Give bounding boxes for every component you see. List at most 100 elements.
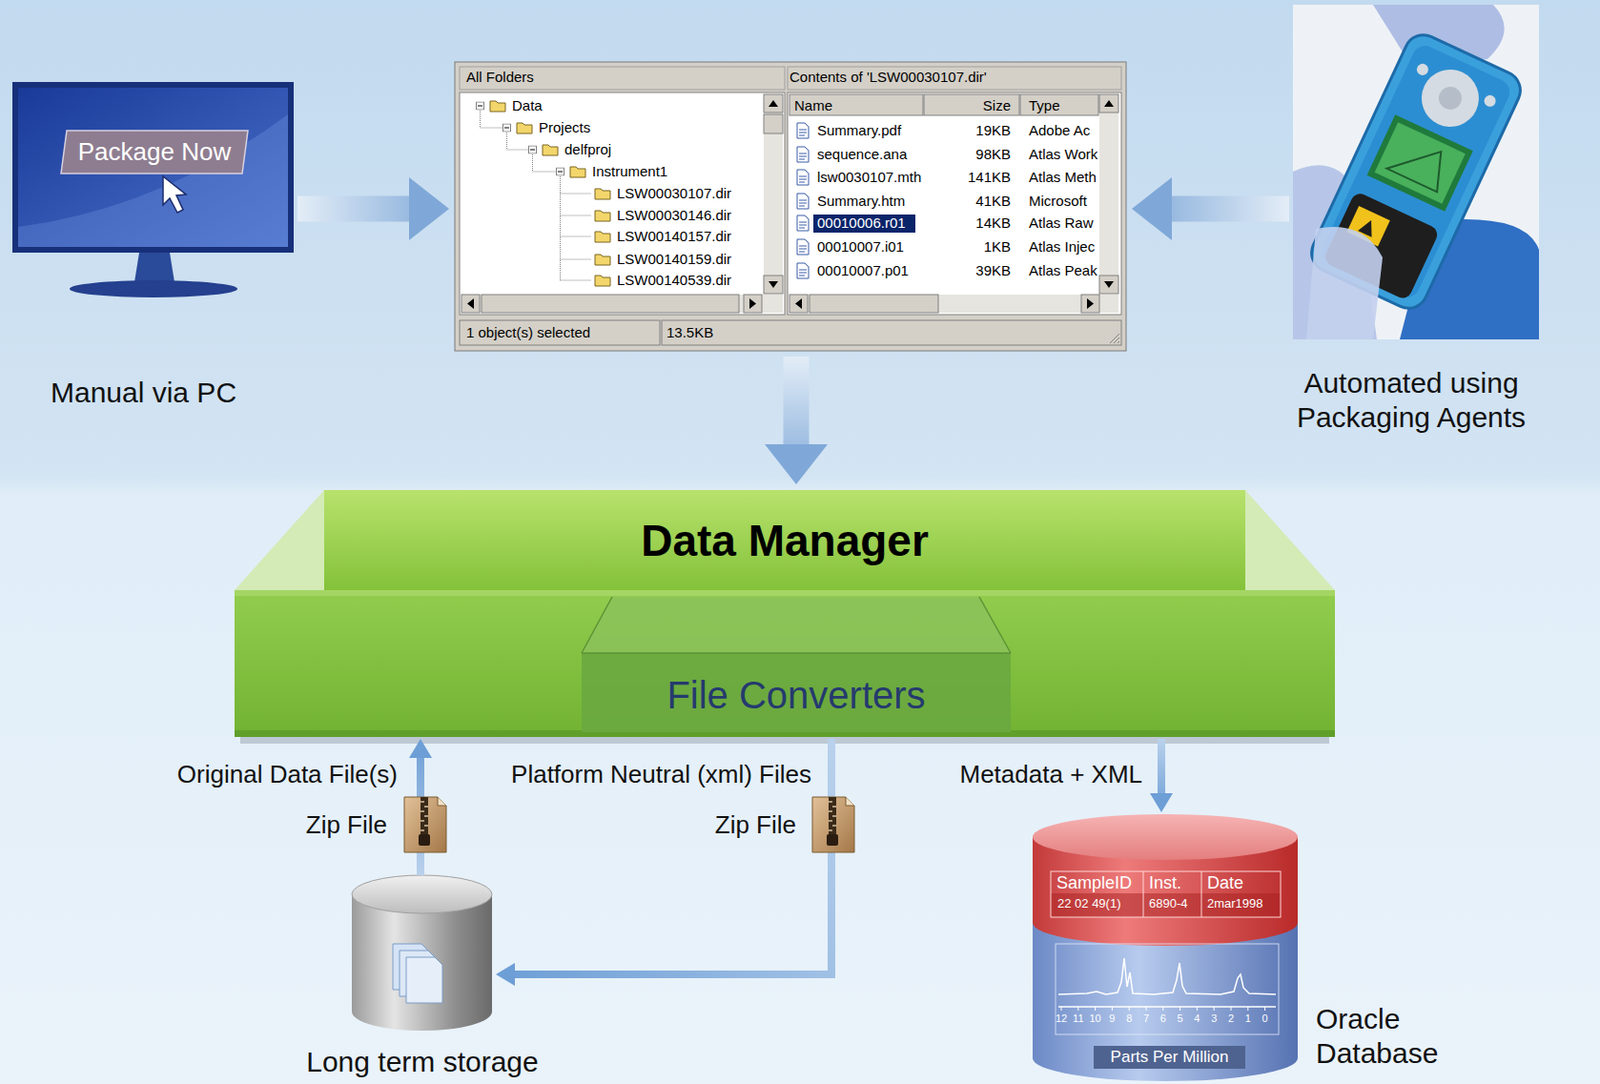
file-name: 00010007.i01 — [817, 238, 904, 256]
folder-tree-lines — [480, 110, 593, 281]
node-caption: Automated using Packaging Agents — [1277, 366, 1545, 435]
explorer-chrome — [1109, 333, 1120, 344]
file-name: lsw0030107.mth — [817, 168, 922, 186]
folder-icon — [594, 231, 611, 243]
folder-icon — [594, 275, 611, 287]
monitor — [69, 280, 238, 298]
tree-item: Instrument1 — [592, 163, 668, 181]
tree-item: LSW00030146.dir — [616, 206, 732, 225]
data-manager-tray — [581, 596, 1011, 654]
handheld-device-photo — [1435, 82, 1466, 114]
file-type: Atlas Injec — [1028, 238, 1095, 256]
explorer-chrome — [459, 320, 660, 346]
data-manager-tray — [581, 596, 1011, 654]
explorer-chrome — [454, 61, 1127, 351]
zip-icon — [812, 797, 855, 853]
axis-tick-label: 7 — [1134, 1012, 1158, 1026]
flow-arrow — [783, 356, 810, 445]
node-caption: Long term storage — [284, 1046, 561, 1079]
panel-header: Contents of 'LSW00030107.dir' — [789, 68, 987, 86]
file-size: 141KB — [934, 168, 1011, 186]
file-icon — [797, 146, 809, 163]
file-type: Atlas Work — [1028, 145, 1098, 164]
data-manager-tray — [581, 653, 1011, 733]
data-manager-tray — [234, 590, 1335, 596]
database-cylinder — [1032, 814, 1298, 861]
flow-arrow — [1171, 196, 1290, 223]
flow-arrow — [297, 196, 410, 223]
data-manager-tray — [324, 490, 1246, 591]
handheld-device-photo — [1367, 114, 1474, 211]
file-name: Summary.pdf — [817, 122, 902, 140]
tree-item: Projects — [538, 119, 591, 137]
folder-icon — [594, 254, 611, 266]
folder-icon — [570, 166, 586, 178]
handheld-device-photo — [1386, 134, 1453, 193]
explorer-chrome — [459, 92, 785, 315]
explorer-chrome — [787, 92, 1122, 315]
monitor — [163, 176, 186, 213]
explorer-chrome — [467, 298, 757, 309]
database-cylinder — [1050, 893, 1281, 918]
file-icon — [797, 123, 809, 139]
column-header: Type — [1028, 97, 1061, 115]
storage-cylinder: Long term storage — [351, 875, 493, 1031]
data-manager-tray — [234, 490, 1335, 744]
file-icon — [797, 239, 809, 255]
tree-item: LSW00140159.dir — [616, 250, 732, 268]
data-manager-tray — [234, 490, 325, 591]
edge-label: Platform Neutral (xml) Files — [487, 759, 812, 790]
explorer-chrome — [923, 94, 1020, 116]
axis-tick-label: 8 — [1117, 1012, 1141, 1026]
explorer-chrome — [763, 114, 783, 134]
database-cylinder: Oracle Database — [1032, 814, 1298, 1082]
explorer-chrome — [461, 294, 783, 313]
database-cylinder — [1061, 1006, 1266, 1011]
explorer-chrome — [789, 294, 1119, 313]
tree-item: LSW00140539.dir — [616, 271, 732, 289]
monitor — [12, 82, 294, 253]
file-icon — [797, 169, 809, 185]
expand-box — [529, 145, 537, 154]
table-value: 2mar1998 — [1207, 896, 1264, 911]
tree-item: LSW00140157.dir — [616, 227, 732, 246]
button-label: Package Now — [61, 130, 248, 174]
expand-box — [556, 167, 565, 176]
folder-icon — [594, 188, 611, 200]
edge-label: Metadata + XML — [932, 759, 1143, 790]
zip-caption: Zip File — [681, 810, 797, 841]
expand-box — [476, 102, 565, 176]
explorer-chrome — [1104, 100, 1114, 288]
handheld-device-photo — [1292, 4, 1539, 340]
status-text: 13.5KB — [666, 324, 714, 342]
file-converters-box: File Converters — [581, 596, 1011, 733]
database-cylinder — [1050, 871, 1281, 918]
panel-header: All Folders — [466, 68, 534, 86]
explorer-chrome — [459, 66, 785, 90]
monitor — [18, 87, 288, 247]
package-button: Package Now — [61, 130, 248, 178]
data-manager-tray — [1245, 490, 1335, 591]
explorer-chrome — [768, 100, 779, 288]
explorer-chrome — [1099, 94, 1119, 294]
file-size: 39KB — [934, 262, 1011, 280]
file-type: Atlas Meth — [1028, 168, 1097, 186]
data-manager-box: File ConvertersData Manager — [234, 490, 1335, 738]
table-value: 6890-4 — [1148, 896, 1188, 911]
handheld-device-photo — [1482, 93, 1498, 109]
explorer-chrome — [789, 94, 924, 116]
tree-item: LSW00030107.dir — [616, 184, 732, 203]
axis-tick-label: 9 — [1100, 1012, 1124, 1026]
file-size: 98KB — [934, 145, 1011, 164]
table-header: Date — [1207, 873, 1244, 893]
table-header: SampleID — [1056, 873, 1132, 893]
handheld-device-photo — [1306, 226, 1383, 340]
folder-icon — [594, 210, 611, 222]
file-icon — [797, 215, 809, 231]
axis-tick-label: 4 — [1185, 1012, 1209, 1026]
monitor-screen: Package NowManual via PC — [12, 82, 294, 253]
edge-label: Original Data File(s) — [149, 759, 398, 790]
